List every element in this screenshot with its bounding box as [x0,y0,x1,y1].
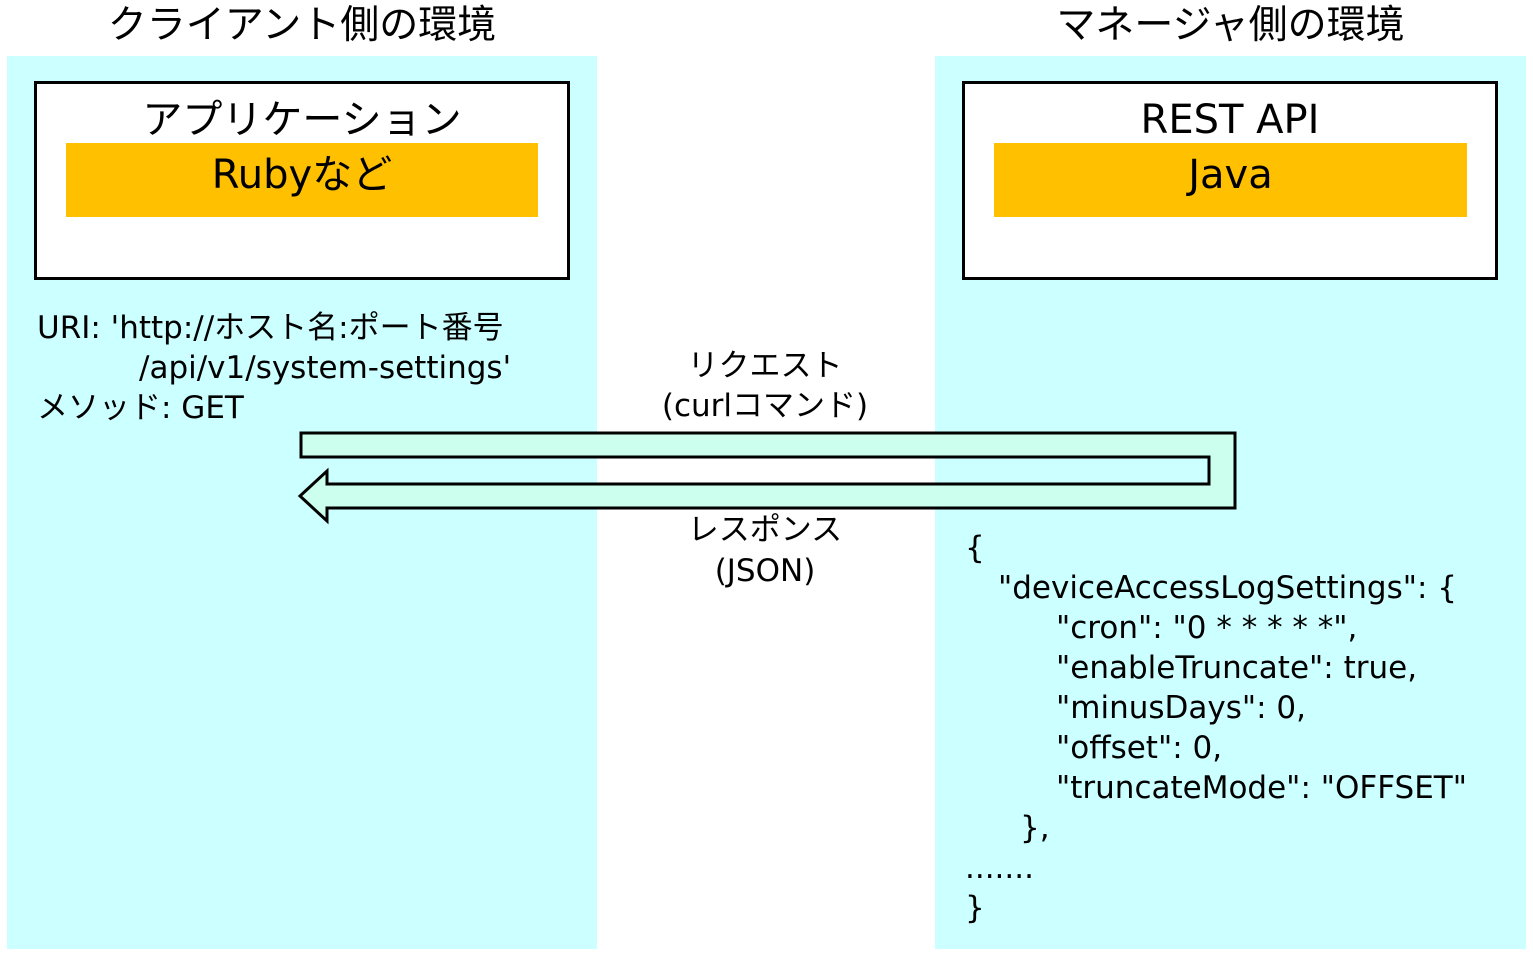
java-language-bar: Java [994,143,1467,217]
manager-environment-title: マネージャ側の環境 [1056,3,1405,48]
u-turn-arrow-shape [297,431,1237,525]
rest-api-box: REST API Java [962,81,1498,280]
json-line: }, [1020,810,1050,846]
response-label: レスポンス [687,512,843,548]
ruby-language-bar: Rubyなど [66,143,538,217]
rest-api-box-title: REST API [1140,97,1320,143]
json-line: ....... [965,850,1034,886]
json-line: } [965,890,985,926]
request-label: リクエスト [687,348,843,384]
application-box-title: アプリケーション [142,97,462,143]
request-uri-line2: /api/v1/system-settings' [139,350,512,386]
request-uri-line1: URI: 'http://ホスト名:ポート番号 [37,310,504,346]
json-line: "cron": "0 * * * * *", [1056,610,1358,646]
application-box: アプリケーション Rubyなど [34,81,570,280]
json-line: "truncateMode": "OFFSET" [1056,770,1467,806]
json-line: "deviceAccessLogSettings": { [998,570,1458,606]
json-line: { [965,530,985,566]
json-line: "enableTruncate": true, [1056,650,1418,686]
json-line: "minusDays": 0, [1056,690,1307,726]
request-method-line: メソッド: GET [37,390,244,426]
client-environment-title: クライアント側の環境 [107,3,497,48]
json-line: "offset": 0, [1056,730,1223,766]
request-sublabel: (curlコマンド) [661,388,869,424]
response-sublabel: (JSON) [714,553,816,589]
